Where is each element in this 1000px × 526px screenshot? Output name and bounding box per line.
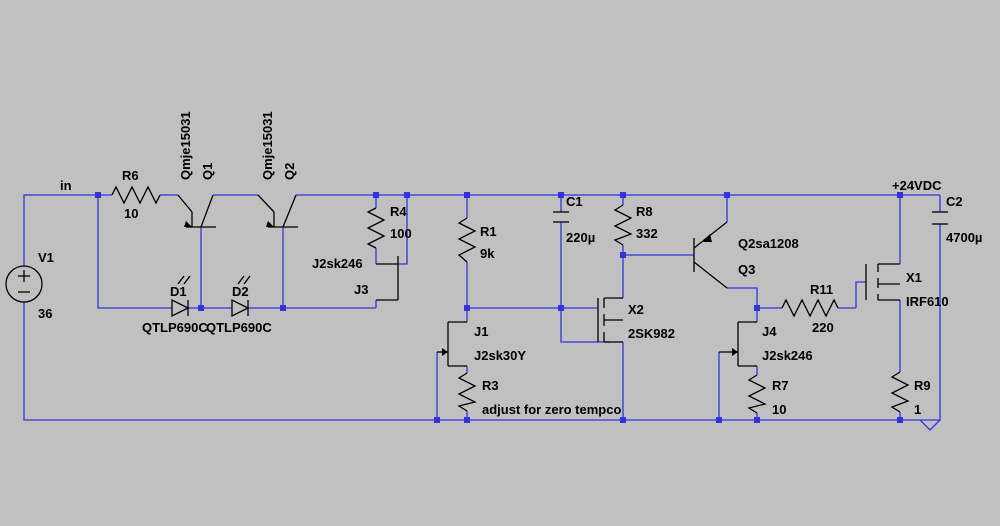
r1-value: 9k [480,246,495,261]
j4-ref: J4 [762,324,777,339]
r11-ref: R11 [810,282,833,297]
voltage-source-v1 [5,265,43,303]
junctions [95,192,903,423]
j4-value: J2sk246 [762,348,813,363]
net-label-supply: +24VDC [892,178,942,193]
jfet-j3 [376,256,399,301]
x2-ref: X2 [628,302,644,317]
led-d1 [171,275,191,318]
q1-ref: Q1 [200,163,215,180]
x1-ref: X1 [906,270,922,285]
d2-value: QTLP690C [206,320,272,335]
transistor-q2 [257,194,298,228]
q2-value: Qmje15031 [260,111,275,180]
resistor-r11 [781,298,839,318]
x1-value: IRF610 [906,294,949,309]
resistor-r6 [111,185,161,205]
c2-ref: C2 [946,194,963,209]
d1-value: QTLP690C [142,320,208,335]
net-label-in: in [60,178,72,193]
j3-value: J2sk246 [312,256,363,271]
transistor-q3 [693,221,728,289]
c1-ref: C1 [566,194,583,209]
j1-value: J2sk30Y [474,348,526,363]
led-d2 [231,275,251,318]
q3-value: Q2sa1208 [738,236,799,251]
v1-ref: V1 [38,250,54,265]
capacitor-c1 [553,211,569,223]
jfet-j4 [719,321,757,367]
j3-ref: J3 [354,282,368,297]
v1-value: 36 [38,306,52,321]
r7-ref: R7 [772,378,789,393]
q2-ref: Q2 [282,163,297,180]
c1-value: 220µ [566,230,595,245]
j1-ref: J1 [474,324,488,339]
resistor-r9 [890,371,910,413]
mosfet-x1 [865,263,900,301]
resistor-r3 [457,372,477,412]
d2-ref: D2 [232,284,249,299]
r3-ref: R3 [482,378,499,393]
jfet-j1 [437,321,467,367]
q1-value: Qmje15031 [178,111,193,180]
resistor-r1 [457,217,477,263]
r3-value: adjust for zero tempco [482,402,621,417]
r4-value: 100 [390,226,412,241]
r7-value: 10 [772,402,786,417]
labels: in +24VDC V1 36 R6 10 Qmje15031 Q1 Qmje1… [38,111,982,417]
transistor-q1 [177,194,216,228]
r8-value: 332 [636,226,658,241]
resistor-r8 [613,204,633,246]
r11-value: 220 [812,320,834,335]
r4-ref: R4 [390,204,407,219]
resistor-r7 [747,374,767,414]
x2-value: 2SK982 [628,326,675,341]
c2-value: 4700µ [946,230,982,245]
r8-ref: R8 [636,204,653,219]
r9-value: 1 [914,402,921,417]
d1-ref: D1 [170,284,187,299]
r6-ref: R6 [122,168,139,183]
resistor-r4 [366,207,386,249]
r6-value: 10 [124,206,138,221]
r1-ref: R1 [480,224,497,239]
q3-ref: Q3 [738,262,755,277]
mosfet-x2 [597,297,623,343]
r9-ref: R9 [914,378,931,393]
capacitor-c2 [932,211,948,225]
